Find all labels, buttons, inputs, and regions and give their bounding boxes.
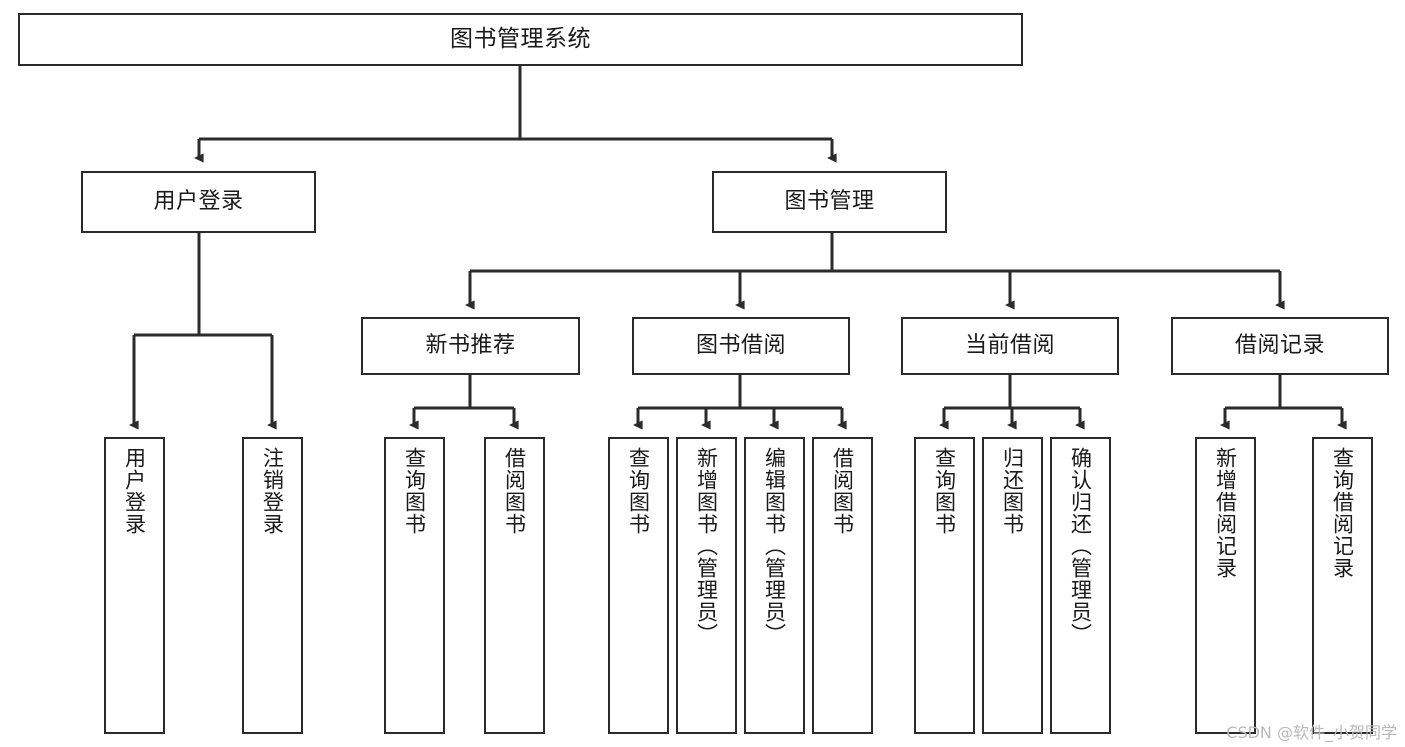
node-label: 确认归还（管理员） — [1068, 447, 1093, 645]
node-leaf-current-return-book[interactable]: 归还图书 — [982, 437, 1043, 734]
node-label: 借阅记录 — [1234, 333, 1325, 359]
node-label: 当前借阅 — [964, 333, 1055, 359]
node-label: 用户登录 — [122, 447, 147, 535]
node-new-book-recommend[interactable]: 新书推荐 — [361, 317, 580, 375]
node-label: 借阅图书 — [502, 447, 527, 535]
node-label: 注销登录 — [260, 447, 285, 535]
node-label: 用户登录 — [153, 189, 244, 215]
node-label: 新增图书（管理员） — [694, 447, 719, 645]
node-label: 图书借阅 — [695, 333, 786, 359]
node-leaf-recommend-borrow-book[interactable]: 借阅图书 — [484, 437, 545, 734]
node-label: 查询借阅记录 — [1330, 447, 1355, 579]
node-borrow-record[interactable]: 借阅记录 — [1171, 317, 1389, 375]
node-user-login[interactable]: 用户登录 — [81, 171, 316, 233]
node-label: 查询图书 — [626, 447, 651, 535]
node-label: 查询图书 — [402, 447, 427, 535]
node-label: 新书推荐 — [425, 333, 516, 359]
node-system-root[interactable]: 图书管理系统 — [18, 13, 1023, 66]
node-leaf-borrow-edit-book[interactable]: 编辑图书（管理员） — [744, 437, 805, 734]
node-label: 新增借阅记录 — [1213, 447, 1238, 579]
node-leaf-record-add-record[interactable]: 新增借阅记录 — [1195, 437, 1256, 734]
node-leaf-record-query-record[interactable]: 查询借阅记录 — [1312, 437, 1373, 734]
node-leaf-current-query-book[interactable]: 查询图书 — [914, 437, 975, 734]
node-leaf-borrow-query-book[interactable]: 查询图书 — [608, 437, 669, 734]
node-label: 借阅图书 — [830, 447, 855, 535]
node-leaf-recommend-query-book[interactable]: 查询图书 — [384, 437, 445, 734]
node-label: 图书管理系统 — [450, 26, 591, 53]
node-label: 编辑图书（管理员） — [762, 447, 787, 645]
node-label: 查询图书 — [932, 447, 957, 535]
node-book-management[interactable]: 图书管理 — [712, 171, 947, 233]
node-book-borrow[interactable]: 图书借阅 — [632, 317, 850, 375]
node-label: 归还图书 — [1000, 447, 1025, 535]
node-leaf-current-confirm-return[interactable]: 确认归还（管理员） — [1050, 437, 1111, 734]
node-label: 图书管理 — [784, 189, 875, 215]
node-leaf-borrow-borrow-book[interactable]: 借阅图书 — [812, 437, 873, 734]
node-leaf-user-logout[interactable]: 注销登录 — [242, 437, 303, 734]
node-leaf-user-login[interactable]: 用户登录 — [104, 437, 165, 734]
node-current-borrow[interactable]: 当前借阅 — [901, 317, 1119, 375]
node-leaf-borrow-add-book[interactable]: 新增图书（管理员） — [676, 437, 737, 734]
